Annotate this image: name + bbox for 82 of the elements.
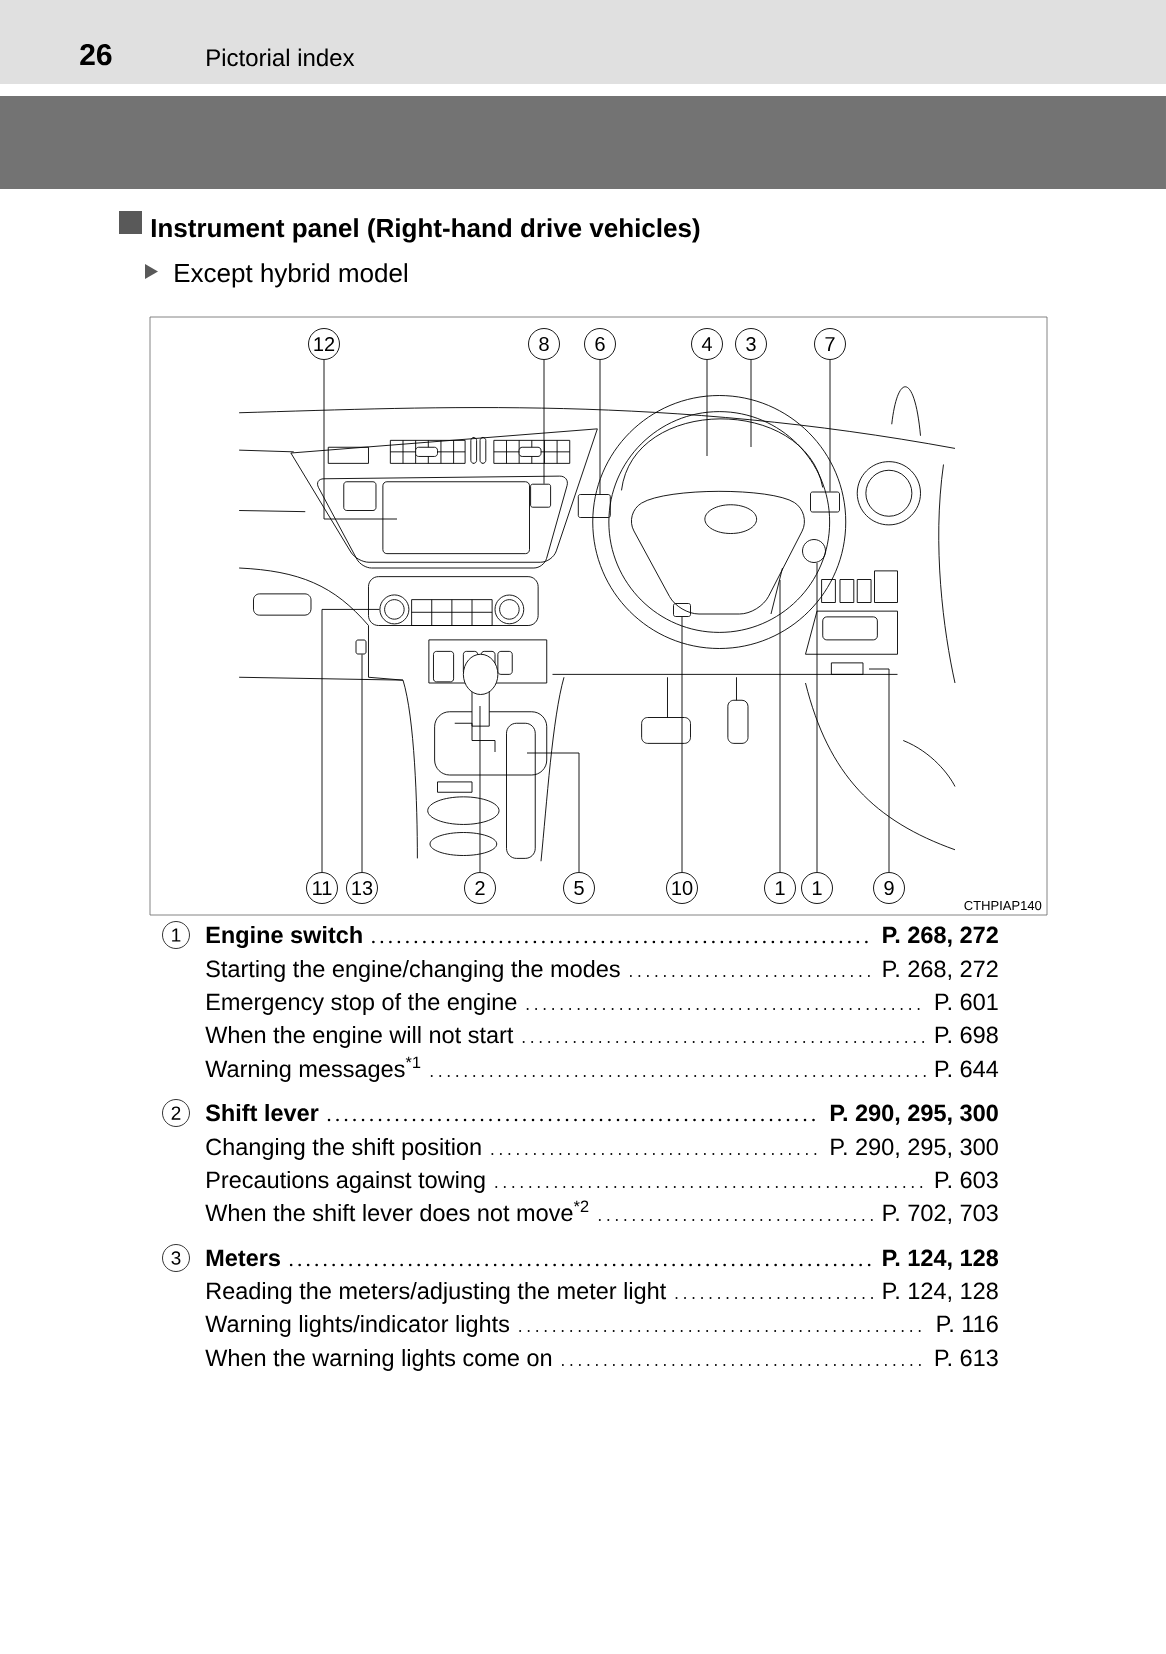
- callout-number: 12: [308, 328, 340, 360]
- label: Precautions against towing: [207, 1170, 485, 1193]
- label: Warning messages$^{*1}$: [205, 1056, 421, 1082]
- index-entry: Warning lights/indicator lights P. 116: [205, 1315, 998, 1337]
- button: [530, 483, 552, 508]
- stalk: [810, 491, 840, 513]
- callout-number: 5: [563, 872, 595, 904]
- label: Starting the engine/changing the modes: [206, 959, 620, 982]
- label: P. 698: [935, 1026, 998, 1044]
- index-entry: Starting the engine/changing the modes P. 268, 272: [206, 960, 998, 982]
- button: [802, 539, 826, 563]
- label: P. 116: [937, 1315, 998, 1333]
- subheading: Except hybrid model: [175, 263, 407, 288]
- label: Emergency stop of the engine: [207, 992, 517, 1015]
- label: P. 702, 703: [883, 1204, 998, 1225]
- label: When the warning lights come on: [205, 1348, 552, 1371]
- leader-line: [750, 359, 752, 448]
- section-name: Pictorial index: [207, 48, 355, 67]
- label: P. 268, 272: [883, 960, 998, 981]
- label: Changing the shift position: [206, 1137, 481, 1160]
- leader-line: [868, 668, 890, 873]
- callout-number: 1: [801, 872, 833, 904]
- leader-line: [681, 616, 683, 873]
- callout-number: 2: [464, 872, 496, 904]
- label: Reading the meters/adjusting the meter light: [207, 1282, 667, 1304]
- button: [673, 603, 691, 617]
- index-entry: When the engine will not start P. 698: [205, 1026, 998, 1048]
- callout-number: 9: [873, 872, 905, 904]
- label: Warning lights/indicator lights: [205, 1315, 510, 1337]
- label: P. 124, 128: [883, 1282, 998, 1303]
- label: P. 124, 128: [883, 1249, 999, 1270]
- switch: [355, 639, 367, 655]
- circled-number: 2: [162, 1099, 190, 1127]
- callout-number: 1: [764, 872, 796, 904]
- leader-line: [816, 562, 818, 873]
- callout-number: 13: [346, 872, 378, 904]
- label: P. 613: [935, 1349, 998, 1367]
- heading: Instrument panel (Right-hand drive vehicles): [151, 218, 700, 243]
- label: P. 268, 272: [883, 926, 998, 947]
- index-entry: Shift lever P. 290, 295, 300: [205, 1104, 998, 1125]
- label: When the shift lever does not move$^{*2}$: [205, 1200, 589, 1222]
- leader-line: [479, 705, 481, 873]
- label: P. 601: [935, 993, 998, 1011]
- label: Shift lever: [205, 1103, 319, 1122]
- leader-line: [706, 359, 708, 457]
- callout-number: 4: [691, 328, 723, 360]
- label: P. 290, 295, 300: [830, 1104, 998, 1125]
- label: P. 603: [935, 1171, 998, 1189]
- callout-number: 3: [735, 328, 767, 360]
- circled-number: 1: [162, 921, 190, 949]
- leader-line: [321, 608, 380, 873]
- callout-number: 11: [306, 872, 338, 904]
- leader-line: [361, 654, 363, 873]
- leader-line: [526, 752, 580, 873]
- callout-number: 7: [814, 328, 846, 360]
- image-code: CTHPIAP140: [964, 900, 1042, 911]
- index-entry: Emergency stop of the engine P. 601: [207, 993, 998, 1015]
- leader-line: [779, 579, 781, 873]
- index-entry: When the shift lever does not move$^{*2}$ P. 702, 703: [205, 1200, 998, 1224]
- index-entry: Warning messages$^{*1}$ P. 644: [205, 1056, 999, 1082]
- index-entry: Precautions against towing P. 603: [207, 1171, 998, 1193]
- index-entry: When the warning lights come on P. 613: [205, 1349, 998, 1371]
- label: Engine switch: [206, 925, 362, 948]
- index-entry: Engine switch P. 268, 272: [206, 926, 998, 948]
- callout-number: 8: [528, 328, 560, 360]
- leader-line: [323, 359, 398, 520]
- label: Meters: [206, 1249, 280, 1267]
- index-entry: Meters P. 124, 128: [206, 1249, 999, 1270]
- leader-line: [829, 359, 831, 492]
- stalk: [577, 494, 611, 518]
- knob: [379, 594, 410, 625]
- index-entry: Reading the meters/adjusting the meter light P. 124, 128: [207, 1282, 998, 1304]
- page-number: 26: [80, 44, 112, 66]
- label: P. 644: [935, 1060, 999, 1078]
- leader-line: [599, 359, 601, 495]
- label: When the engine will not start: [205, 1025, 514, 1048]
- callout-number: 10: [666, 872, 698, 904]
- label: P. 290, 295, 300: [831, 1138, 998, 1159]
- index-entry: Changing the shift position P. 290, 295, 300: [206, 1138, 998, 1160]
- circled-number: 3: [162, 1244, 190, 1272]
- leader-line: [543, 359, 545, 485]
- callout-number: 6: [584, 328, 616, 360]
